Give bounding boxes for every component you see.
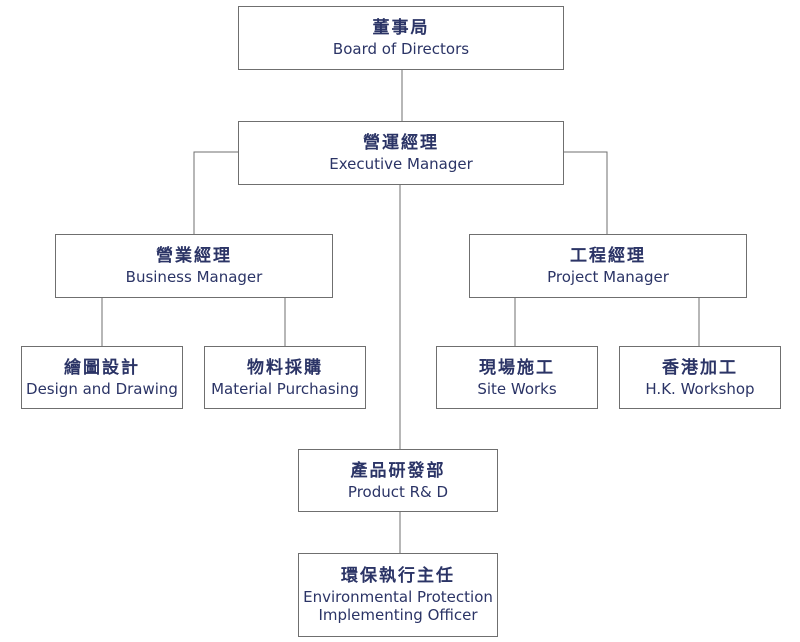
line-executive-business [193,151,238,234]
node-title-zh: 營運經理 [363,133,439,153]
node-title-en: Material Purchasing [211,379,359,398]
node-title-en: Board of Directors [332,40,470,58]
node-title-en-line2: Implementing Officer [318,606,478,624]
node-title-en: Business Manager [125,268,263,286]
node-title-en: H.K. Workshop [645,379,755,398]
node-title-zh: 董事局 [372,18,430,38]
node-design-and-drawing: 繪圖設計 Design and Drawing [21,346,183,409]
node-title-zh: 香港加工 [662,357,738,378]
node-hk-workshop: 香港加工 H.K. Workshop [619,346,781,409]
node-title-zh: 營業經理 [156,246,232,266]
node-project-manager: 工程經理 Project Manager [469,234,747,298]
node-title-zh: 環保執行主任 [341,566,455,586]
node-title-zh: 工程經理 [570,246,646,266]
node-title-zh: 現場施工 [479,357,555,378]
node-environmental-protection-officer: 環保執行主任 Environmental Protection Implemen… [298,553,498,637]
node-business-manager: 營業經理 Business Manager [55,234,333,298]
node-title-en: Project Manager [547,268,669,286]
node-title-en-line1: Environmental Protection [303,588,493,606]
line-executive-project [563,151,608,234]
node-product-rd: 產品研發部 Product R& D [298,449,498,512]
node-board-of-directors: 董事局 Board of Directors [238,6,564,70]
node-title-en: Product R& D [347,482,449,501]
node-title-en: Executive Manager [329,155,473,173]
node-executive-manager: 營運經理 Executive Manager [238,121,564,185]
node-title-en: Design and Drawing [26,379,178,398]
node-material-purchasing: 物料採購 Material Purchasing [204,346,366,409]
node-site-works: 現場施工 Site Works [436,346,598,409]
node-title-en: Site Works [477,379,557,398]
node-title-zh: 產品研發部 [350,460,446,481]
node-title-zh: 物料採購 [247,357,323,378]
node-title-zh: 繪圖設計 [64,357,140,378]
